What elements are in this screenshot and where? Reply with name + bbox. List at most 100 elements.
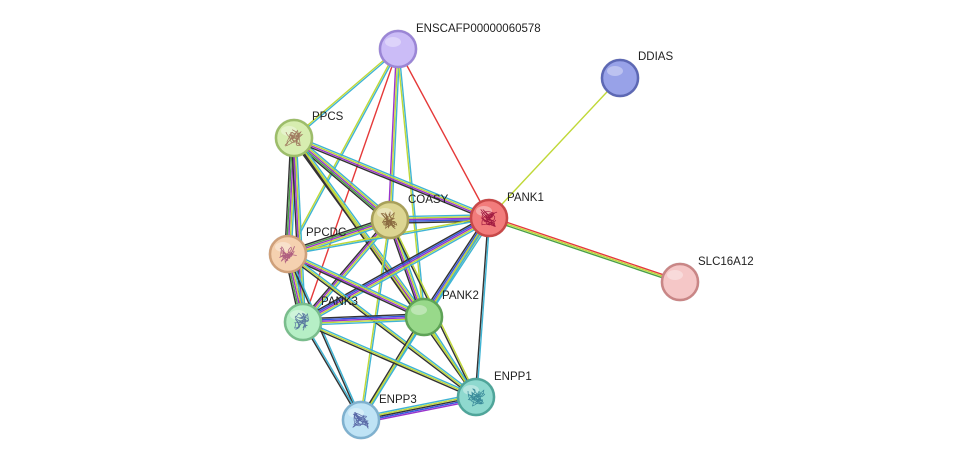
node-label: ENSCAFP00000060578 (416, 23, 541, 35)
edge-evidence-line (294, 49, 399, 140)
protein-structure-icon (294, 312, 309, 331)
edge-evidence-line (288, 252, 425, 317)
node-circle[interactable] (600, 58, 640, 98)
edge-evidence-line (302, 321, 477, 398)
edge-evidence-line (361, 399, 477, 424)
edge-evidence-line (288, 253, 363, 420)
protein-structure-icon (380, 211, 398, 230)
protein-structure-icon (480, 209, 498, 227)
edge-pank1-enpp1[interactable] (474, 217, 491, 398)
edge-evidence-line (474, 217, 489, 397)
edge-ppcs-pank1[interactable] (292, 135, 491, 221)
edge-evidence-line (303, 319, 425, 326)
edge-evidence-line (390, 49, 401, 221)
edge-evidence-line (360, 393, 476, 418)
edge-evidence-line (287, 253, 477, 398)
node-ddias[interactable]: DDIAS (600, 51, 673, 98)
edge-evidence-line (293, 138, 489, 220)
node-slc16a12[interactable]: SLC16A12 (660, 256, 754, 302)
node-enpp3[interactable]: ENPP3 (341, 394, 417, 440)
edge-evidence-line (302, 314, 424, 322)
edge-evidence-line (422, 216, 489, 317)
node-highlight (667, 270, 683, 280)
edge-evidence-line (397, 48, 490, 219)
node-coasy[interactable]: COASY (370, 194, 449, 240)
edge-evidence-line (301, 219, 390, 322)
edge-ppcs-coasy[interactable] (291, 135, 393, 223)
edge-pank2-enpp3[interactable] (359, 315, 426, 422)
node-label: PANK2 (442, 290, 479, 302)
edge-evidence-line (488, 77, 621, 219)
node-pank3[interactable]: PANK3 (283, 296, 358, 342)
edge-evidence-line (302, 313, 424, 320)
node-label: SLC16A12 (698, 256, 754, 268)
protein-structure-icon (284, 129, 304, 147)
edge-evidence-line (286, 254, 476, 399)
edge-pank2-pank3[interactable] (302, 313, 425, 326)
edge-evidence-line (294, 137, 305, 322)
node-enscafp00000060578[interactable]: ENSCAFP00000060578 (378, 23, 541, 69)
node-circle[interactable] (341, 400, 381, 440)
protein-structure-icon (279, 246, 297, 264)
edge-evidence-line (292, 138, 390, 222)
edge-evidence-line (303, 218, 491, 325)
edge-ppcdc-pank2[interactable] (286, 251, 426, 320)
edge-enpp3-enpp1[interactable] (360, 393, 477, 424)
node-label: PANK3 (321, 296, 358, 308)
edge-evidence-line (288, 49, 400, 255)
edge-evidence-line (420, 215, 487, 316)
edge-evidence-line (488, 218, 680, 285)
node-enpp1[interactable]: ENPP1 (456, 371, 532, 417)
edge-evidence-line (294, 136, 490, 218)
edge-pank1-pank3[interactable] (301, 214, 491, 326)
protein-structure-icon (352, 411, 369, 430)
edge-enscafp00000060578-ppcdc[interactable] (286, 48, 400, 255)
edge-evidence-line (360, 396, 477, 421)
edge-enscafp00000060578-ppcs[interactable] (293, 47, 399, 140)
edge-evidence-line (303, 317, 425, 325)
edge-evidence-line (304, 220, 491, 326)
node-label: PPCDC (306, 227, 346, 239)
edge-evidence-line (293, 137, 391, 221)
node-highlight (377, 208, 393, 218)
edge-pank1-slc16a12[interactable] (488, 215, 681, 285)
edge-ddias-pank1[interactable] (488, 77, 621, 219)
edge-evidence-line (301, 215, 489, 322)
edge-evidence-line (489, 215, 681, 282)
edge-evidence-line (301, 214, 488, 320)
edge-evidence-line (488, 217, 681, 283)
node-pank1[interactable]: PANK1 (469, 192, 544, 238)
edge-evidence-line (476, 218, 491, 398)
edge-ppcdc-enpp3[interactable] (286, 253, 363, 421)
edge-evidence-line (295, 135, 393, 219)
node-ppcs[interactable]: PPCS (274, 111, 344, 158)
edge-enscafp00000060578-coasy[interactable] (387, 48, 401, 221)
node-circle[interactable] (378, 29, 418, 69)
edge-evidence-line (294, 135, 491, 217)
edge-pank3-enpp1[interactable] (302, 319, 477, 400)
edge-evidence-line (292, 138, 303, 323)
node-label: PANK1 (507, 192, 544, 204)
edge-ppcdc-enpp1[interactable] (286, 252, 478, 399)
node-ppcdc[interactable]: PPCDC (268, 227, 346, 274)
edge-evidence-line (292, 139, 489, 221)
edge-evidence-line (302, 217, 490, 323)
edge-enscafp00000060578-pank1[interactable] (397, 48, 490, 219)
edge-evidence-line (389, 48, 399, 221)
node-circle[interactable] (660, 262, 700, 302)
edge-evidence-line (286, 48, 398, 254)
node-highlight (275, 242, 291, 252)
edge-evidence-line (361, 317, 426, 422)
edge-evidence-line (360, 394, 476, 420)
edge-evidence-line (286, 254, 361, 421)
node-label: COASY (408, 194, 449, 206)
node-highlight (411, 305, 427, 315)
edge-evidence-line (361, 397, 477, 423)
node-highlight (463, 385, 479, 395)
node-highlight (607, 66, 623, 76)
node-circle[interactable] (404, 297, 444, 337)
edge-evidence-line (387, 48, 398, 220)
node-pank2[interactable]: PANK2 (404, 290, 479, 337)
